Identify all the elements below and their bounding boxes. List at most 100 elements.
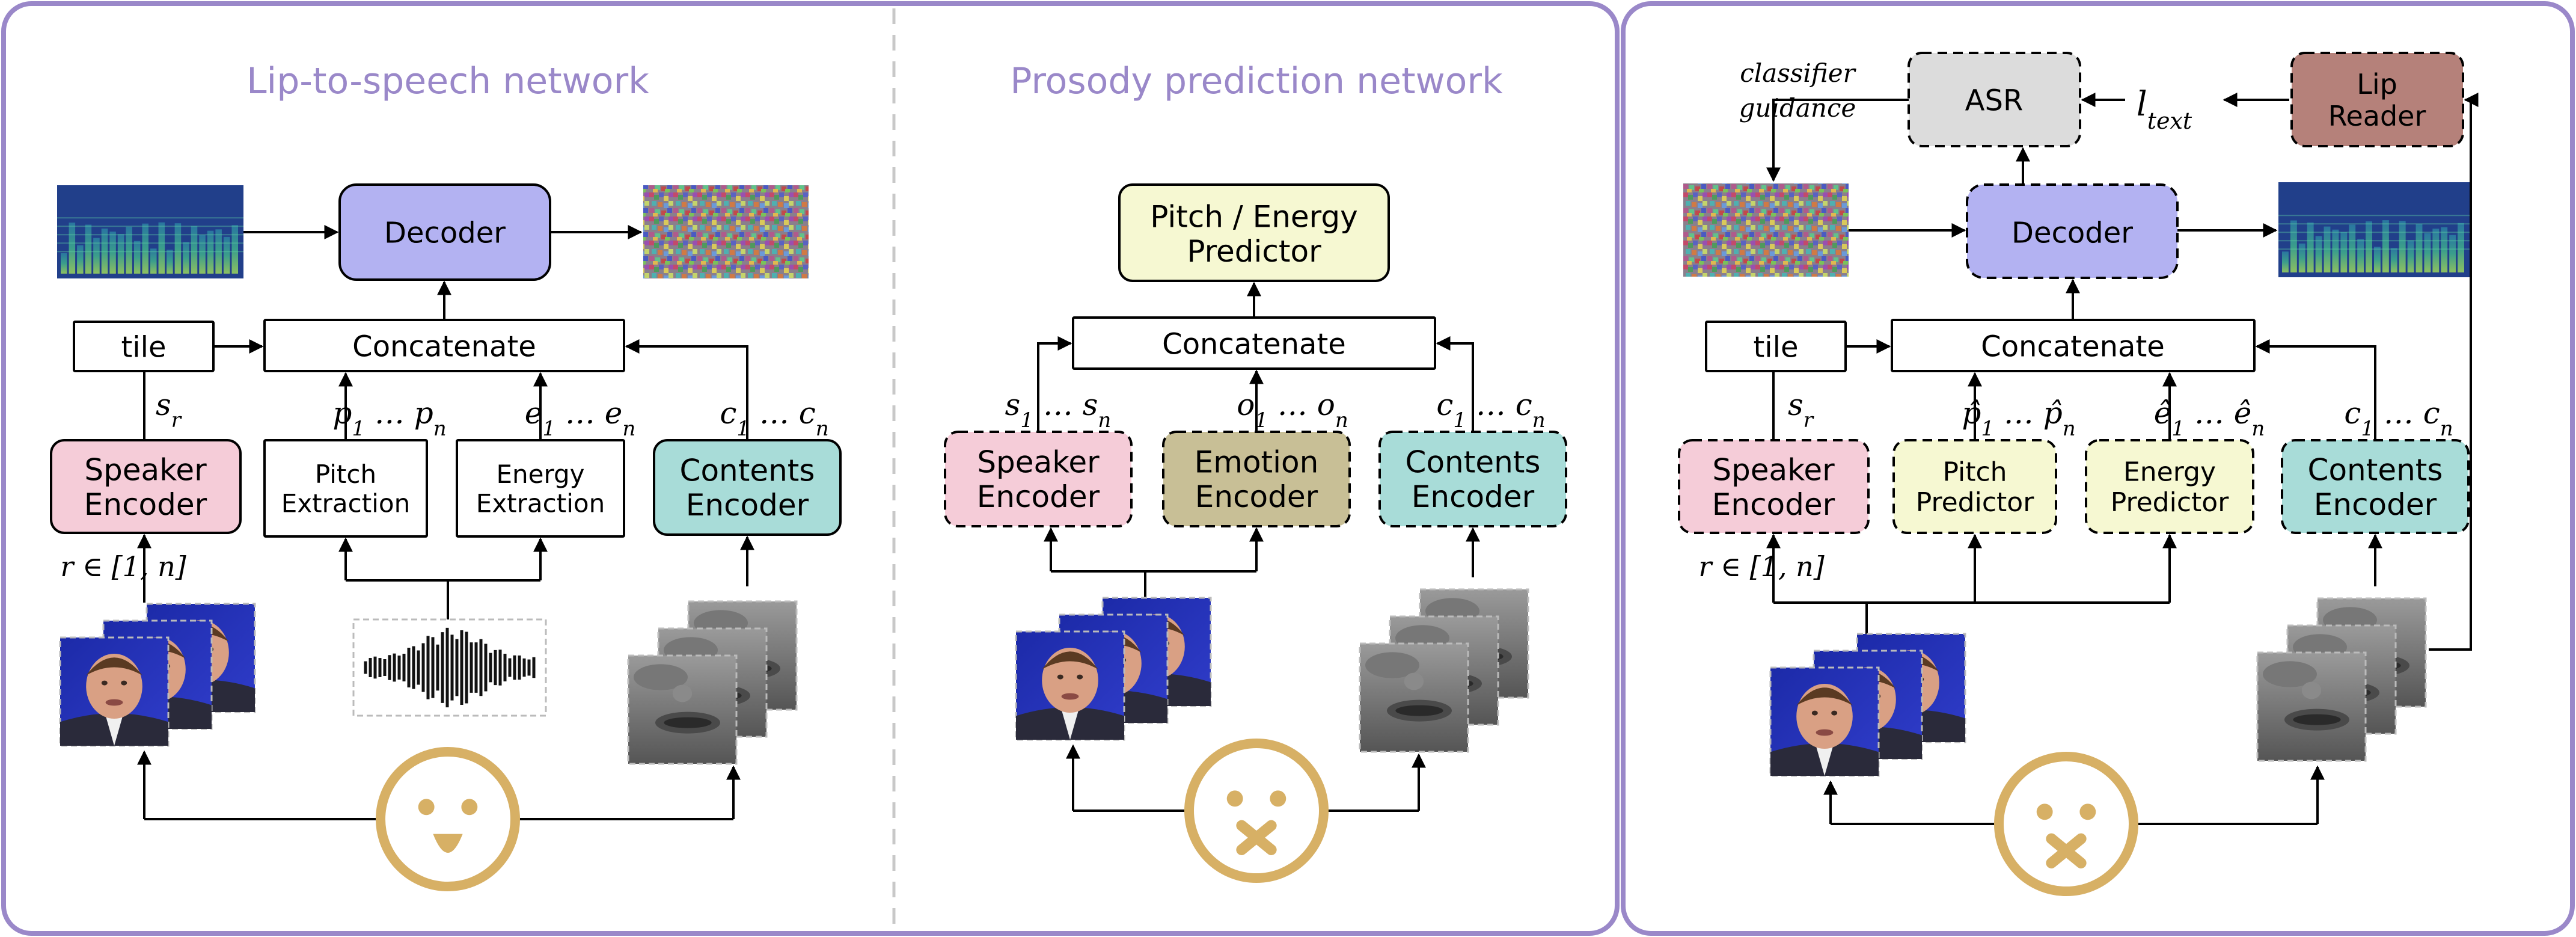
p3-pitch-predictor-box (1892, 439, 2057, 534)
p2-concatenate-label-line-1: Concatenate (1162, 327, 1346, 361)
panel-training-border (1, 1, 1620, 936)
p2-contents-encoder-label-line-2: Encoder (1412, 479, 1535, 514)
p3-noise-input (1683, 183, 1849, 277)
p3-concatenate-box (1891, 319, 2256, 372)
p1-mouth-frames (627, 600, 798, 765)
p3-energy-seq-label: ê1 … ên (2154, 396, 2265, 441)
p1-concatenate-label: Concatenate (352, 330, 536, 363)
p3-decoder-box (1966, 183, 2179, 279)
p1-contents-encoder-box (653, 439, 842, 536)
p3-concatenate-label: Concatenate (1981, 330, 2165, 363)
noise-output (643, 185, 809, 278)
p3-l-text-label: ltext (2137, 85, 2192, 134)
p3-tile-box (1705, 321, 1847, 372)
p1-decoder-box (338, 183, 551, 281)
p3-pitch-predictor-label-line-2: Predictor (1916, 487, 2034, 518)
p3-contents-encoder-label-line-1: Contents (2308, 452, 2443, 487)
p3-energy-predictor-box (2085, 439, 2254, 534)
p2-muted-face-icon (1184, 739, 1329, 883)
p2-speaker-encoder-box (944, 431, 1133, 527)
p1-speaker-encoder-label-line-1: Speaker (84, 452, 207, 487)
p1-concatenate-box (263, 319, 625, 372)
p1-speaker-encoder-box (50, 439, 242, 534)
p2-predictor-box (1118, 183, 1390, 282)
p3-tile-label-line-1: tile (1753, 330, 1798, 364)
p1-contents-encoder-label-line-2: Encoder (686, 488, 809, 523)
p3-asr-label: ASR (1965, 84, 2024, 117)
p2-speaker-encoder-label-line-2: Encoder (977, 479, 1100, 514)
p3-mel-spectrogram-output (2278, 182, 2470, 277)
p1-speaking-face-icon (376, 747, 520, 891)
p2-contents-encoder-label-line-1: Contents (1406, 444, 1541, 479)
p2-mouth-frames (1359, 588, 1529, 753)
p3-s-r-label: sr (1788, 387, 1814, 432)
p2-contents-encoder-box (1378, 431, 1567, 527)
p3-contents-encoder-label-line-2: Encoder (2314, 487, 2437, 522)
p3-contents-encoder-box (2281, 439, 2470, 534)
p3-lip-reader-box (2290, 52, 2464, 147)
p3-face-frames (1769, 633, 1966, 777)
p3-asr-label-line-1: ASR (1965, 84, 2024, 117)
p1-r-range-label: r ∈ [1, n] (60, 550, 186, 583)
panel-inference-border (1621, 1, 2575, 936)
p3-mouth-frames (2256, 597, 2427, 762)
p3-pitch-seq-label: p̂1 … p̂n (1962, 396, 2075, 441)
p1-energy-extraction-label-line-1: Energy (496, 459, 584, 489)
p1-pitch-extraction-label-line-2: Extraction (281, 488, 410, 518)
prosody-title: Prosody prediction network (1010, 60, 1503, 102)
p3-asr-box (1908, 52, 2081, 147)
p1-tile-label: tile (121, 330, 166, 364)
p3-arrow-asr-guidance (1766, 99, 1909, 182)
p3-decoder-label: Decoder (2012, 216, 2133, 250)
p3-tile-label: tile (1753, 330, 1798, 364)
p3-speaker-encoder-label-line-2: Encoder (1712, 487, 1835, 522)
p1-speaker-encoder-label-line-2: Encoder (84, 487, 207, 522)
p1-waveform (352, 618, 547, 717)
p2-contents-seq-label: c1 … cn (1436, 387, 1545, 432)
p2-emotion-encoder-box (1162, 431, 1351, 527)
p1-energy-extraction-box (456, 439, 625, 538)
p3-lip-reader-label-line-2: Reader (2328, 100, 2426, 132)
p3-lip-reader-label-line-1: Lip (2357, 68, 2397, 100)
p3-contents-seq-label: c1 … cn (2344, 396, 2453, 441)
p2-arrow-speaker-concat (1037, 336, 1072, 432)
p1-pitch-extraction-box (263, 439, 428, 538)
p1-decoder-label: Decoder (384, 216, 506, 250)
p3-classifier-guidance-line-1: classifier (1740, 58, 1856, 88)
p2-predictor-label-line-1: Pitch / Energy (1150, 199, 1357, 234)
p2-speaker-seq-label: s1 … sn (1005, 387, 1112, 432)
p2-emotion-encoder-label-line-2: Encoder (1195, 479, 1318, 514)
p1-tile-box (73, 321, 215, 372)
p1-energy-seq-label: e1 … en (525, 396, 636, 441)
p1-energy-extraction-label-line-2: Extraction (476, 488, 605, 518)
p3-classifier-guidance-line-2: guidance (1739, 93, 1856, 123)
p2-emotion-encoder-label-line-1: Emotion (1195, 444, 1319, 479)
p3-concatenate-label-line-1: Concatenate (1981, 330, 2165, 363)
p2-face-frames (1015, 597, 1212, 741)
p3-energy-predictor-label-line-1: Energy (2123, 457, 2216, 488)
p1-s-r-label: sr (156, 387, 182, 432)
p3-r-range-label: r ∈ [1, n] (1698, 550, 1824, 583)
p3-muted-face-icon (1994, 752, 2138, 896)
mel-spectrogram-input (57, 185, 243, 278)
p1-contents-encoder-label-line-1: Contents (680, 453, 815, 488)
p1-decoder-label-line-1: Decoder (384, 216, 506, 250)
p3-speaker-encoder-box (1678, 439, 1870, 534)
p1-contents-seq-label: c1 … cn (720, 396, 828, 441)
p1-arrow-contents-concat (625, 339, 748, 440)
p2-concatenate-label: Concatenate (1162, 327, 1346, 361)
p3-speaker-encoder-label-line-1: Speaker (1712, 452, 1835, 487)
p3-arrow-contents-concat (2255, 339, 2376, 440)
